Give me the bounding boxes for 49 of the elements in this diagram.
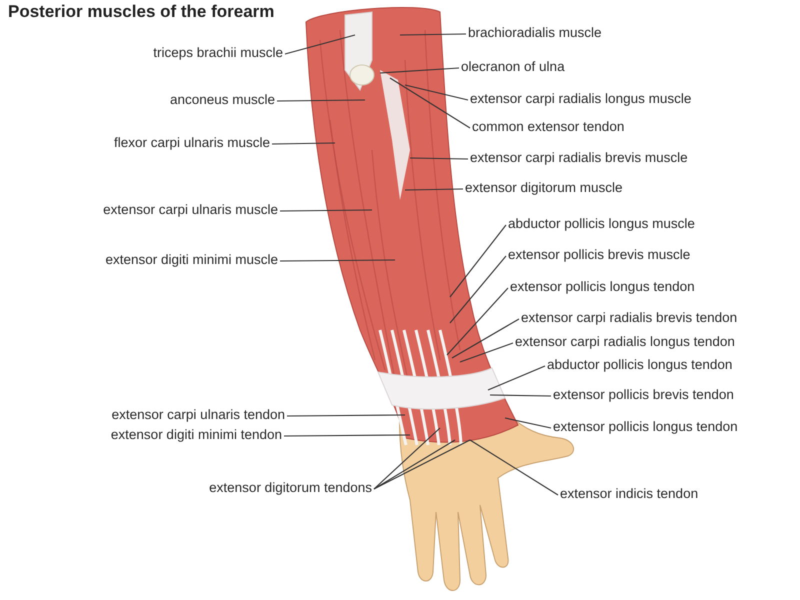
leader-line (390, 78, 470, 128)
leader-line (488, 366, 546, 390)
part-label: brachioradialis muscle (468, 25, 602, 41)
leader-line (460, 342, 514, 363)
part-label: extensor carpi radialis brevis muscle (470, 150, 688, 166)
part-label: extensor carpi ulnaris muscle (103, 202, 278, 218)
part-label: extensor digitorum muscle (465, 180, 623, 196)
part-label: triceps brachii muscle (153, 45, 283, 61)
part-label: common extensor tendon (472, 119, 624, 135)
leader-line (277, 99, 365, 102)
part-label: olecranon of ulna (461, 59, 565, 75)
diagram-title: Posterior muscles of the forearm (8, 2, 274, 22)
part-label: extensor digiti minimi muscle (105, 252, 278, 268)
leader-line (404, 84, 468, 101)
leader-line (287, 414, 405, 417)
leader-line (280, 209, 372, 212)
part-label: extensor carpi ulnaris tendon (112, 407, 285, 423)
leader-line (504, 417, 552, 429)
part-label: extensor digitorum tendons (209, 480, 372, 496)
leader-line (452, 318, 520, 358)
leader-line (450, 224, 506, 298)
leader-line (280, 259, 395, 262)
part-label: anconeus muscle (170, 92, 275, 108)
leader-line (446, 288, 508, 356)
leader-line (380, 67, 460, 74)
leader-line (490, 394, 551, 397)
part-label: extensor carpi radialis longus tendon (515, 334, 735, 350)
part-label: abductor pollicis longus muscle (508, 216, 695, 232)
part-label: extensor pollicis brevis tendon (553, 387, 734, 403)
leader-line (400, 33, 466, 36)
leader-line (470, 440, 558, 496)
part-label: extensor pollicis brevis muscle (508, 247, 690, 263)
part-label: abductor pollicis longus tendon (547, 357, 732, 373)
leader-line (284, 434, 410, 437)
leader-line (374, 428, 440, 490)
part-label: extensor indicis tendon (560, 486, 698, 502)
part-label: extensor pollicis longus tendon (553, 419, 738, 435)
leader-line (405, 188, 463, 191)
part-label: extensor digiti minimi tendon (110, 427, 282, 443)
leader-line (284, 34, 356, 55)
leader-line (272, 142, 335, 145)
leader-line (374, 440, 470, 490)
part-label: extensor carpi radialis brevis tendon (521, 310, 738, 326)
leader-line (410, 157, 468, 160)
part-label: flexor carpi ulnaris muscle (114, 135, 270, 151)
part-label: extensor pollicis longus tendon (510, 279, 695, 295)
part-label: extensor carpi radialis longus muscle (470, 91, 692, 107)
leader-line (374, 440, 456, 490)
leader-line (450, 256, 506, 324)
